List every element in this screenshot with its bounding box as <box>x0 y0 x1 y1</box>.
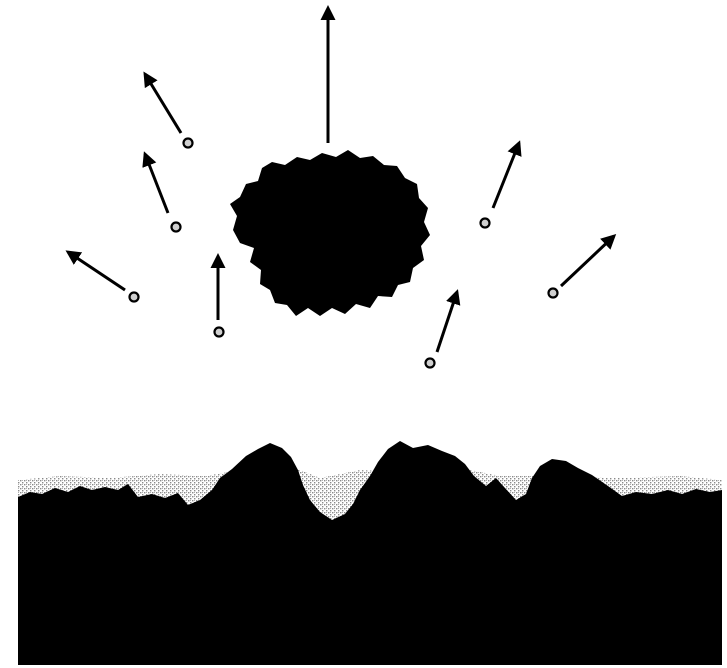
particle-icon <box>426 359 435 368</box>
arrow-left-icon <box>68 252 125 290</box>
particle-icon <box>184 139 193 148</box>
particle-icon <box>549 289 558 298</box>
arrow-upright-icon <box>437 292 457 352</box>
ejected-cluster <box>230 150 430 316</box>
particle-icon <box>130 293 139 302</box>
arrow-upright-icon <box>561 236 614 286</box>
arrow-upleft-icon <box>145 154 168 213</box>
particle-icon <box>481 219 490 228</box>
arrow-upright-icon <box>493 143 519 208</box>
particle-icon <box>172 223 181 232</box>
arrow-upleft-icon <box>145 74 181 133</box>
particle-icon <box>215 328 224 337</box>
